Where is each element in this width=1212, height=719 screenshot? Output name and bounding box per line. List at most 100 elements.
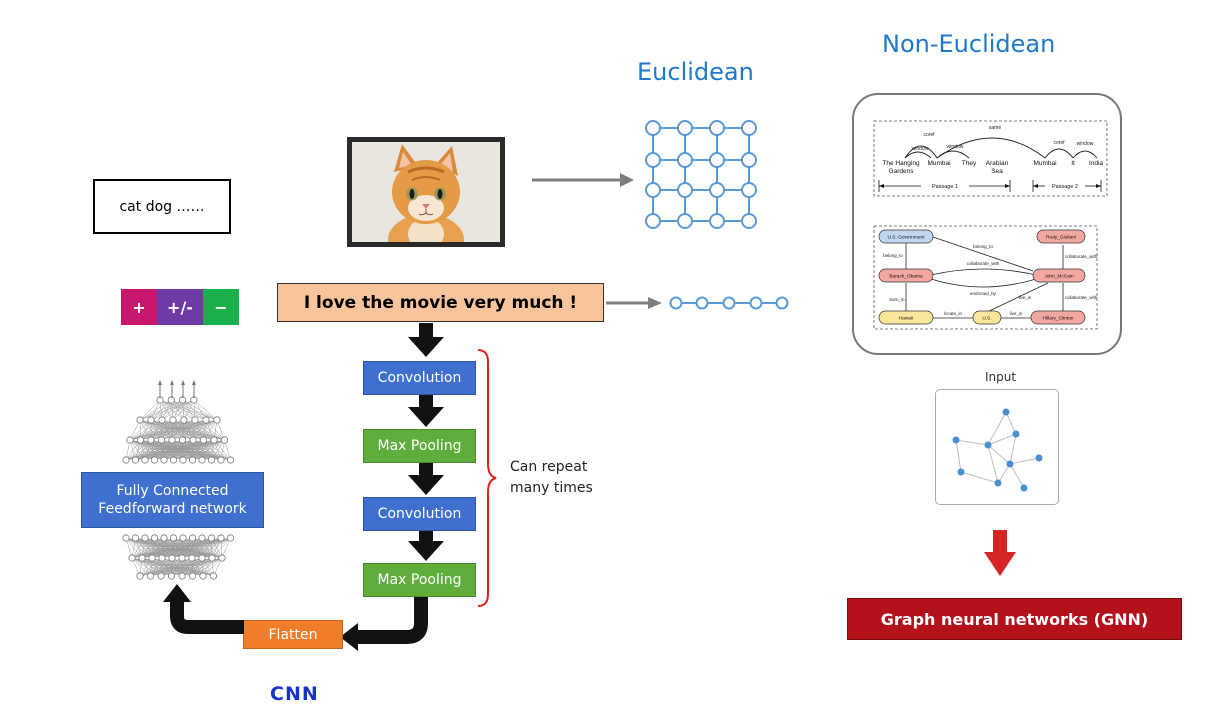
cat-image-frame [347, 137, 505, 266]
down-arrow-4 [408, 531, 444, 561]
gnn-down-arrow [984, 530, 1016, 576]
fc-edge [131, 537, 165, 559]
fc-neuron [157, 436, 166, 444]
fc-neuron [198, 554, 206, 562]
fc-edge [161, 537, 231, 559]
sentence-box: I love the movie very much ! [277, 283, 604, 322]
fc-edge [171, 439, 203, 461]
kg-node-4: U.S. [982, 316, 991, 322]
fc-neuron [122, 456, 130, 464]
fc-edge [193, 399, 218, 421]
sentiment-negative: − [203, 289, 239, 325]
pool-to-flatten-arrow [340, 597, 428, 651]
fc-edge [125, 439, 204, 461]
fc-edge [129, 419, 152, 441]
flatten-to-fc-arrow [163, 584, 244, 634]
fc-neuron [136, 572, 144, 580]
fc-edge [211, 537, 231, 559]
convolution-block-1: Convolution [363, 361, 476, 395]
fc-edge [182, 439, 212, 461]
kg-edge-1: belong_to [883, 253, 903, 258]
fc-edge [192, 557, 223, 577]
fc-neuron [158, 416, 166, 424]
fc-neuron [189, 436, 197, 444]
passage-1-label: Passage 1 [932, 184, 958, 190]
fc-edge [131, 537, 212, 559]
sentiment-labels: + +/- − [121, 289, 239, 325]
fc-edge [140, 439, 174, 461]
coref-word-6: Sea [991, 168, 1003, 175]
fc-neuron [160, 534, 168, 542]
non-euclidean-title: Non-Euclidean [882, 30, 1056, 58]
fc-edge [183, 399, 195, 421]
fc-edge [182, 419, 218, 441]
kg-edge-7: locate_in [944, 311, 963, 316]
fc-edge [171, 439, 184, 461]
fc-neuron [126, 436, 134, 444]
fc-edge [171, 419, 218, 441]
fc-neuron [169, 534, 178, 542]
fc-neuron [146, 572, 155, 580]
fc-edge [140, 439, 155, 461]
fc-neuron [147, 416, 155, 424]
sequence-chain-graph [669, 296, 789, 310]
fc-edge [181, 537, 231, 559]
fc-neuron [178, 554, 186, 562]
fc-edge [131, 537, 222, 559]
fc-neuron [220, 436, 229, 444]
coref-word-3: Mumbai [927, 160, 950, 167]
coreference-graph: coref window window same coref window Th… [873, 120, 1108, 197]
fc-edge [125, 439, 141, 461]
fc-edge [191, 537, 231, 559]
fc-neuron [209, 572, 218, 580]
fc-edge [192, 419, 218, 441]
fc-neuron [128, 554, 136, 562]
fc-neuron [138, 554, 146, 562]
fc-edge [129, 419, 185, 441]
flatten-block: Flatten [243, 620, 343, 649]
fc-neuron [191, 416, 199, 424]
fc-edge [161, 439, 184, 461]
fc-neuron [217, 534, 225, 542]
fc-neuron [148, 554, 156, 562]
passage-2-label: Passage 2 [1052, 184, 1078, 190]
fc-edge [172, 399, 195, 421]
kg-edge-5: endorsed_by [970, 291, 997, 296]
text-example: cat dog …… [119, 198, 205, 215]
kg-node-5: John_McCain [1044, 274, 1074, 280]
fc-edge [141, 537, 231, 559]
fc-neuron [226, 534, 235, 542]
kg-edge-4: collaborate_with [1065, 254, 1098, 259]
repeat-note: Can repeat many times [510, 457, 593, 499]
fc-edge [150, 439, 184, 461]
fc-edge [202, 557, 223, 577]
fc-neuron [167, 572, 176, 580]
fc-neuron [158, 554, 166, 562]
coref-word-4: They [962, 160, 977, 167]
sentence-to-chain-arrow [606, 297, 662, 309]
fc-neuron [210, 436, 218, 444]
fc-edge [151, 537, 231, 559]
kg-node-1: U.S. Government [887, 235, 925, 241]
fc-neuron [198, 534, 206, 542]
down-arrow-1 [408, 323, 444, 357]
fc-edge [129, 419, 174, 441]
coref-arc-1: coref [923, 132, 935, 138]
kg-edge-10: collaborate_with [1065, 295, 1098, 300]
kg-node-7: Hillary_Clinton [1043, 316, 1074, 322]
down-arrow-3 [408, 463, 444, 495]
fc-edge [125, 439, 152, 461]
fc-edge [203, 419, 218, 441]
fc-edge [129, 419, 218, 441]
kg-edge-3: collaborate_with [967, 261, 1000, 266]
fc-edge [140, 439, 165, 461]
sentiment-neutral: +/- [157, 289, 203, 325]
fc-neuron [160, 456, 168, 464]
fc-edge [192, 439, 225, 461]
fc-edge [182, 439, 225, 461]
coref-word-7: Mumbai [1033, 160, 1056, 167]
fc-edge [213, 439, 231, 461]
fc-edge [192, 439, 212, 461]
fc-neuron [199, 436, 208, 444]
fc-edge [161, 399, 195, 421]
